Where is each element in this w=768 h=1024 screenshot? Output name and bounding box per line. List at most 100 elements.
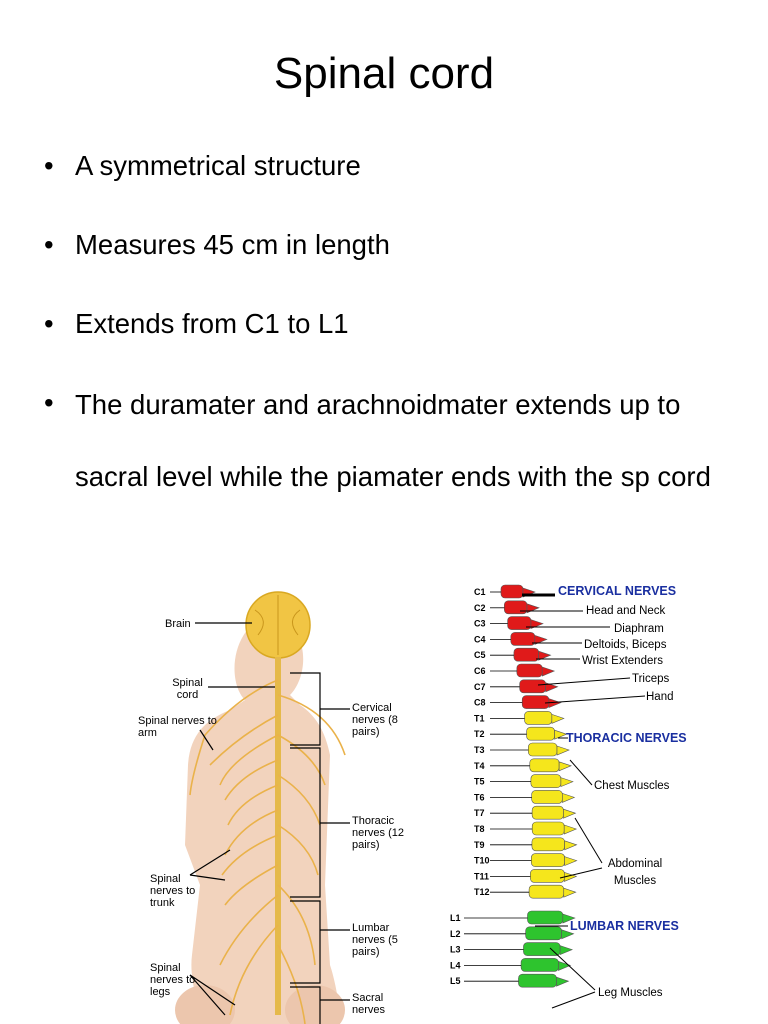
- vertebra-process: [561, 929, 575, 940]
- vertebra-process: [562, 913, 576, 924]
- vertebra-labels: C1C2C3C4C5C6C7C8T1T2T3T4T5T6T7T8T9T10T11…: [450, 587, 490, 986]
- label-spinal-cord: Spinal cord: [172, 677, 203, 701]
- nervous-system-figure: Brain Spinal cord Spinal nerves to arm S…: [138, 591, 404, 1024]
- vertebra-body: [516, 663, 543, 678]
- vertebra-body: [527, 910, 564, 925]
- bullet-dot: •: [44, 387, 54, 418]
- region-brackets: [189, 622, 350, 1024]
- nerve-branches: [189, 679, 346, 1024]
- vertebra-label: C3: [474, 619, 486, 629]
- vertebra-body: [521, 695, 550, 709]
- muscle-deltoids: Deltoids, Biceps: [584, 639, 667, 651]
- muscle-wrist: Wrist Extenders: [582, 655, 663, 667]
- muscle-head-neck: Head and Neck: [586, 605, 666, 617]
- muscle-chest: Chest Muscles: [594, 780, 670, 792]
- bullet-dot: •: [44, 150, 54, 181]
- vertebra-label: T2: [474, 729, 485, 739]
- vertebra-body: [518, 973, 557, 988]
- label-brain: Brain: [165, 618, 191, 630]
- vertebra-bones: [464, 584, 578, 988]
- label-cervical: Cervical nerves (8 pairs): [352, 702, 398, 738]
- vertebra-label: C4: [474, 634, 486, 644]
- vertebra-label: C6: [474, 666, 486, 676]
- vertebra-label: L1: [450, 913, 461, 923]
- buttock-right: [285, 985, 345, 1024]
- vertebra-process: [559, 945, 573, 956]
- vertebra-process: [563, 887, 577, 898]
- muscle-hand: Hand: [646, 691, 674, 703]
- vertebra-process: [562, 792, 576, 803]
- vertebra-process: [554, 729, 568, 740]
- vertebra-label: T9: [474, 840, 485, 850]
- label-nerves-trunk: Spinal nerves to trunk: [150, 873, 196, 909]
- vertebra-body: [500, 584, 524, 599]
- vertebra-label: L3: [450, 945, 461, 955]
- bullet-dot: •: [44, 229, 54, 260]
- vertebra-body: [528, 884, 565, 899]
- vertebra-body: [531, 805, 564, 820]
- vertebra-process: [560, 777, 574, 788]
- vertebra-label: T10: [474, 856, 490, 866]
- vertebra-label: T3: [474, 745, 485, 755]
- vertebra-label: T12: [474, 887, 490, 897]
- vertebra-process: [556, 745, 570, 756]
- label-nerves-arm: Spinal nerves to arm: [138, 715, 217, 739]
- muscle-diaphram: Diaphram: [614, 623, 664, 635]
- muscle-abdominal: Abdominal Muscles: [607, 858, 663, 887]
- vertebra-label: T11: [474, 871, 489, 881]
- vertebra-label: T1: [474, 713, 485, 723]
- vertebra-body: [531, 837, 565, 852]
- vertebra-body: [524, 711, 553, 725]
- vertebra-body: [528, 742, 558, 757]
- title-thoracic: THORACIC NERVES: [566, 731, 687, 745]
- muscle-leg: Leg Muscles: [598, 987, 663, 999]
- vertebra-process: [563, 808, 577, 819]
- bullet-text: Extends from C1 to L1: [75, 308, 349, 339]
- vertebra-body: [529, 758, 560, 773]
- vertebra-body: [530, 869, 565, 883]
- vertebra-process: [545, 682, 559, 693]
- title-lumbar: LUMBAR NERVES: [570, 919, 679, 933]
- label-lumbar: Lumbar nerves (5 pairs): [352, 922, 398, 958]
- vertebra-body: [531, 821, 565, 836]
- vertebra-body: [523, 942, 561, 956]
- vertebra-process: [563, 824, 578, 835]
- region-titles: CERVICAL NERVES THORACIC NERVES LUMBAR N…: [558, 584, 687, 933]
- vertebra-label: C8: [474, 698, 486, 708]
- label-nerves-legs: Spinal nerves to legs: [150, 962, 196, 998]
- vertebra-body: [531, 853, 565, 867]
- vertebra-label: T7: [474, 808, 485, 818]
- vertebra-body: [507, 616, 532, 630]
- bullet-text: The duramater and arachnoidmater extends…: [75, 389, 711, 492]
- vertebra-label: C7: [474, 682, 486, 692]
- vertebra-body: [504, 600, 528, 615]
- vertebra-label: L2: [450, 929, 461, 939]
- bullet-text: A symmetrical structure: [75, 150, 361, 181]
- muscle-triceps: Triceps: [632, 673, 670, 685]
- vertebra-process: [564, 856, 578, 867]
- vertebra-label: T6: [474, 792, 485, 802]
- vertebra-process: [538, 650, 552, 661]
- bullet-text: Measures 45 cm in length: [75, 229, 390, 260]
- muscle-labels: Head and Neck Diaphram Deltoids, Biceps …: [582, 605, 674, 999]
- label-sacral: Sacral nerves: [352, 992, 386, 1016]
- body-silhouette: [185, 625, 340, 1024]
- vertebra-body: [526, 726, 555, 741]
- vertebra-process: [541, 666, 556, 677]
- vertebra-label: T5: [474, 777, 485, 787]
- brain-folds: [254, 595, 301, 655]
- vertebra-body: [531, 790, 563, 804]
- vertebra-process: [556, 976, 570, 987]
- vertebra-process: [558, 761, 572, 772]
- vertebra-label: L5: [450, 976, 461, 986]
- vertebra-label: L4: [450, 960, 461, 970]
- label-thoracic: Thoracic nerves (12 pairs): [352, 815, 404, 851]
- vertebra-process: [558, 960, 572, 971]
- vertebra-body: [520, 958, 559, 972]
- pointer-lines: [520, 593, 646, 1009]
- vertebra-body: [519, 679, 546, 694]
- vertebra-body: [510, 632, 536, 646]
- vertebra-label: T8: [474, 824, 485, 834]
- vertebra-body: [525, 926, 562, 941]
- vertebra-body: [513, 647, 539, 662]
